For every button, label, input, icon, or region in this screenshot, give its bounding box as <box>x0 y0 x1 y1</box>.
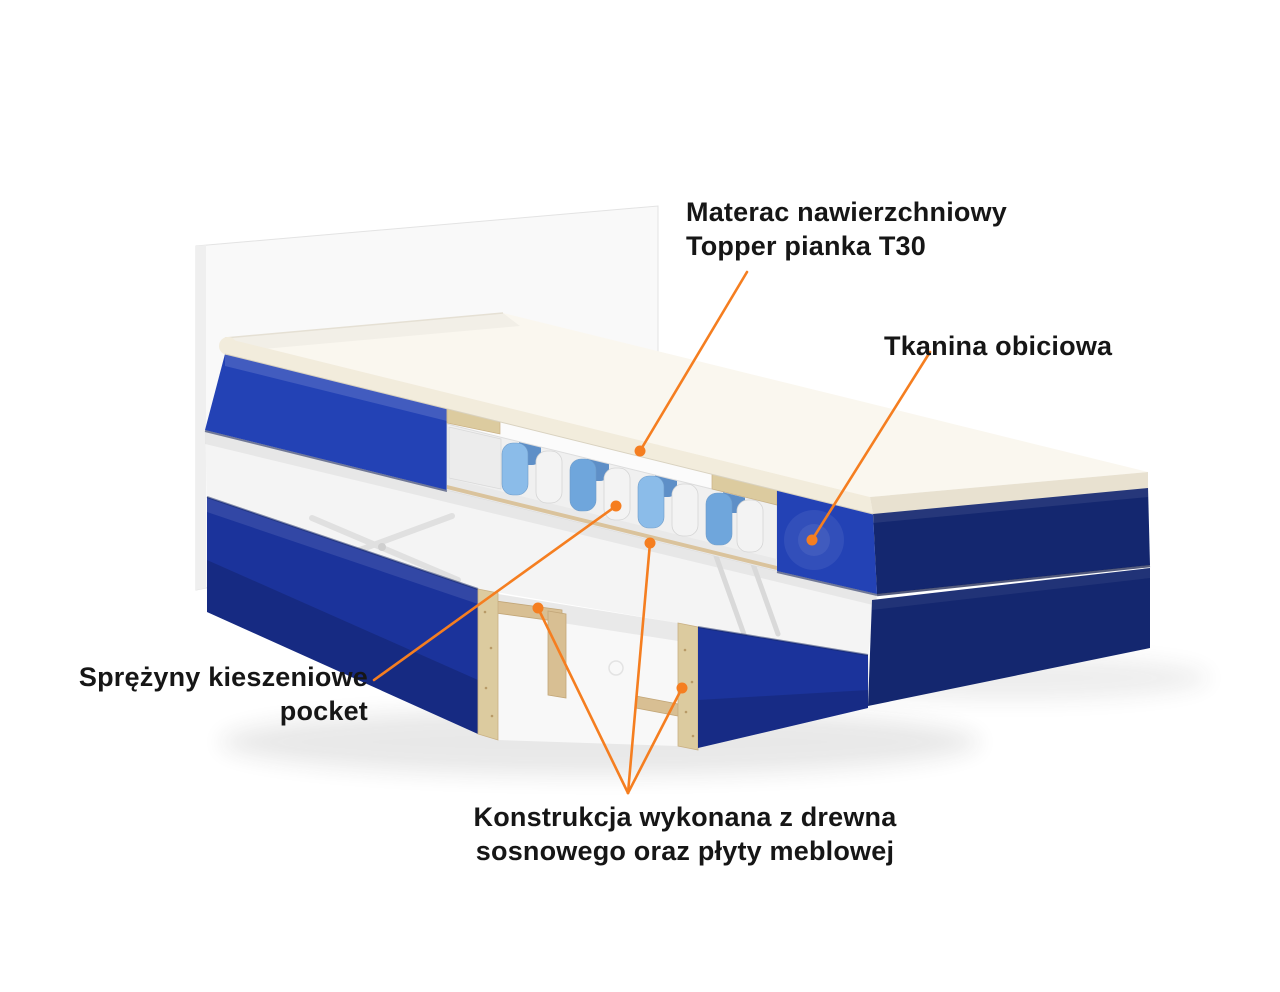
mattress-topper <box>219 312 1148 515</box>
leader-line-frame-3 <box>626 686 684 795</box>
pocket-spring <box>501 442 529 496</box>
pocket-spring <box>736 499 764 553</box>
annotation-line: Tkanina obiciowa <box>884 331 1113 361</box>
annotation-topper-label: Materac nawierzchniowy Topper pianka T30 <box>686 195 1106 263</box>
pointer-dot-fabric <box>806 534 818 546</box>
lid-right-panel <box>777 490 877 594</box>
pointer-dot-springs <box>610 500 622 512</box>
annotation-lines <box>372 270 932 795</box>
leader-line-topper <box>638 270 749 453</box>
topper-front-edge <box>225 338 873 514</box>
leader-line-springs <box>372 504 618 682</box>
interior-mark <box>608 660 624 676</box>
foam-block <box>448 426 502 490</box>
pocket-spring <box>603 467 631 521</box>
leader-line-fabric <box>810 350 932 542</box>
pocket-spring <box>535 450 563 504</box>
mattress-cut-face <box>446 408 778 572</box>
pocket-spring <box>705 492 733 546</box>
annotation-line: Topper pianka T30 <box>686 231 926 261</box>
annotation-line: pocket <box>279 696 368 726</box>
leader-line-frame-2 <box>626 541 652 795</box>
lid-side-panel <box>873 487 1150 594</box>
annotation-line: Konstrukcja wykonana z drewna <box>473 802 897 832</box>
annotation-line: Materac nawierzchniowy <box>686 197 1008 227</box>
pointer-dot-frame-2 <box>644 537 656 549</box>
annotation-line: Sprężyny kieszeniowe <box>78 662 368 692</box>
pocket-springs <box>501 442 764 553</box>
annotation-springs-label: Sprężyny kieszeniowe pocket <box>38 660 368 728</box>
storage-interior <box>205 430 877 655</box>
storage-base <box>205 430 1150 751</box>
pointer-dot-frame-1 <box>532 602 544 614</box>
annotation-fabric-label: Tkanina obiciowa <box>884 329 1214 363</box>
cut-edge-right <box>677 622 699 751</box>
annotation-frame-label: Konstrukcja wykonana z drewna sosnowego … <box>418 800 952 868</box>
base-front-right-panel <box>698 627 868 748</box>
topper-side-edge <box>870 472 1148 514</box>
topper-top-surface <box>225 313 1148 497</box>
base-side-panel <box>868 568 1150 706</box>
leader-line-frame-1 <box>536 606 630 795</box>
pocket-spring <box>569 458 597 512</box>
lid-left-panel <box>205 354 447 490</box>
pointer-dot-frame-3 <box>676 682 688 694</box>
pocket-spring <box>637 475 665 529</box>
wood-support-post <box>547 610 567 699</box>
annotation-line: sosnowego oraz płyty meblowej <box>475 836 895 866</box>
pointer-dot-topper <box>634 445 646 457</box>
storage-opening <box>498 594 678 746</box>
wood-frame-rail <box>447 485 777 570</box>
base-front-left-panel <box>207 497 478 734</box>
cut-edge-left <box>477 588 499 741</box>
pocket-spring <box>671 483 699 537</box>
gas-strut <box>713 553 749 643</box>
